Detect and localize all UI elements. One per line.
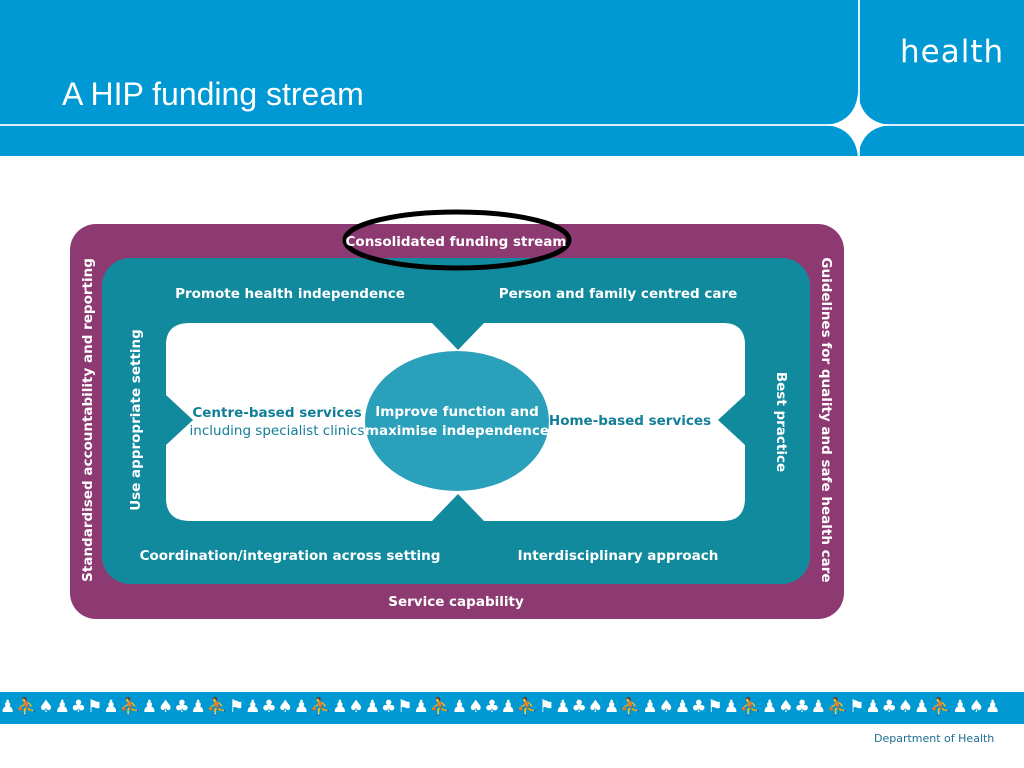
center-label-line1: Improve function and: [375, 404, 539, 420]
inner-left-subtitle: including specialist clinics: [190, 423, 365, 439]
highlight-ellipse: [342, 209, 572, 271]
outer-left-label: Standardised accountability and reportin…: [80, 258, 96, 582]
brand-logo: health: [900, 34, 1005, 70]
center-label-line2: maximise independence: [365, 423, 549, 439]
department-footer-label: Department of Health: [874, 732, 995, 745]
center-ellipse: [365, 351, 549, 491]
star-sparkle-icon: [826, 93, 890, 157]
mid-bottom-right-label: Interdisciplinary approach: [518, 548, 719, 564]
mid-top-left-label: Promote health independence: [175, 286, 405, 302]
outer-right-label: Guidelines for quality and safe health c…: [818, 257, 834, 582]
mid-right-label: Best practice: [773, 372, 789, 472]
footer-people-strip: [0, 692, 1024, 724]
slide-title: A HIP funding stream: [62, 76, 364, 112]
outer-top-label: Consolidated funding stream: [346, 234, 567, 250]
mid-bottom-left-label: Coordination/integration across setting: [140, 548, 441, 564]
mid-top-right-label: Person and family centred care: [499, 286, 738, 302]
people-pattern-icon: ♟⛹♠♟♣⚑♟⛹♟♠♣♟⛹⚑♟♣♠♟⛹♟♠♟♣⚑♟⛹♟♠♣♟⛹⚑♟♣♠♟⛹♟♠♟…: [0, 697, 1002, 717]
mid-left-label: Use appropriate setting: [128, 329, 144, 511]
header-divider-line-right: [860, 124, 1024, 126]
inner-left-title: Centre-based services: [192, 405, 361, 421]
header-divider-line: [0, 124, 860, 126]
inner-right-label: Home-based services: [549, 413, 711, 429]
outer-bottom-label: Service capability: [388, 594, 524, 610]
header-vertical-line: [858, 0, 860, 156]
